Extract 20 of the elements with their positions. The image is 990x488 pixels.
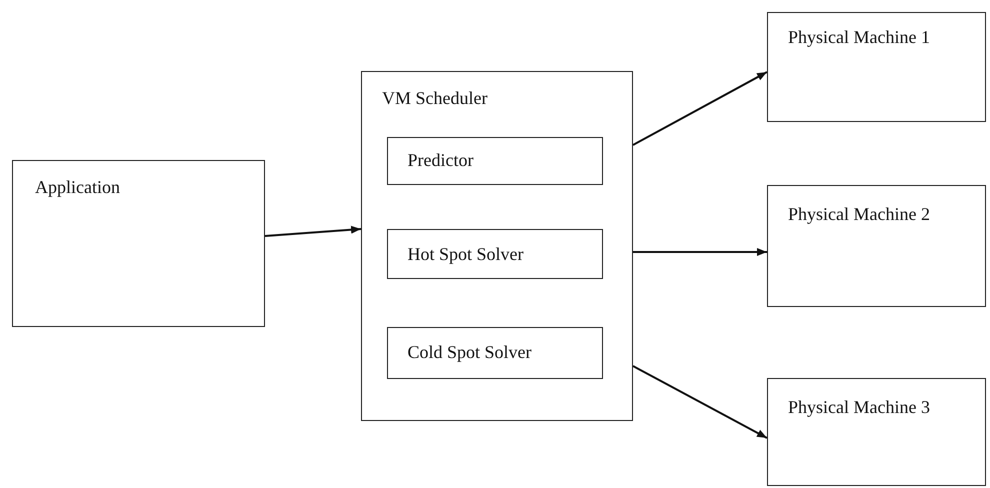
arrow [632,71,768,146]
process-box [386,228,602,278]
arrow [264,226,362,237]
box-label: Physical Machine 2 [788,204,930,225]
box-label: Application [35,177,120,198]
process-box [767,12,986,122]
box-label: VM Scheduler [382,88,488,109]
arrow [632,365,768,439]
arrow [633,248,767,256]
box-label: Cold Spot Solver [408,342,532,362]
process-box [767,378,986,486]
box-label: Physical Machine 1 [788,27,930,48]
process-box [12,160,265,327]
process-box [361,71,633,421]
box-label: Predictor [408,150,474,170]
box-label: Hot Spot Solver [408,244,524,264]
process-box [386,136,602,184]
process-box [386,326,602,378]
box-label: Physical Machine 3 [788,397,930,418]
process-box [767,185,986,307]
